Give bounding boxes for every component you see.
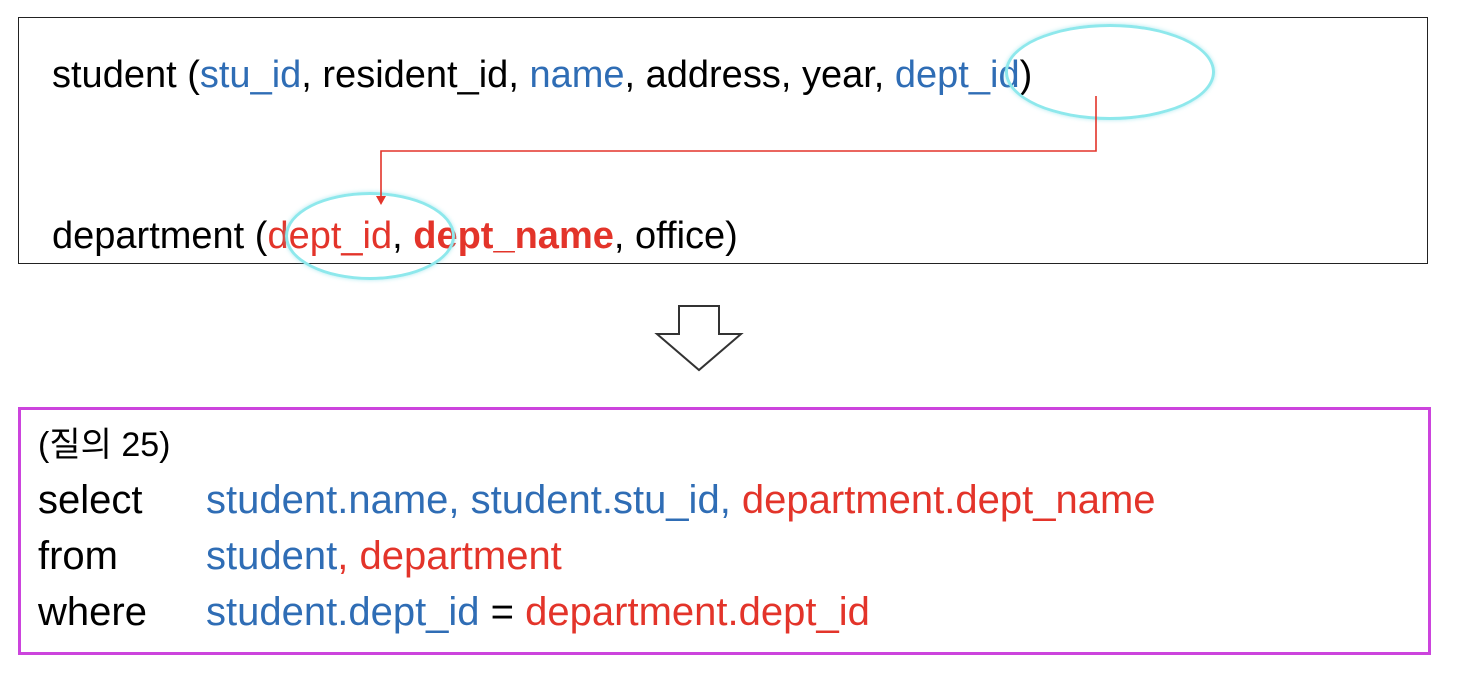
department-table-name: department [52, 215, 245, 257]
separator: , [508, 54, 530, 96]
where-keyword: where [38, 590, 147, 634]
select-keyword: select [38, 478, 143, 522]
where-clause: where student.dept_id = department.dept_i… [38, 589, 870, 635]
where-right-operand: department.dept_id [525, 590, 870, 634]
where-left-operand: student.dept_id [206, 590, 480, 634]
attr-year: year [801, 54, 874, 96]
down-arrow-outline-icon [654, 305, 744, 372]
student-dept-id-highlight [1005, 24, 1215, 120]
select-item: student.stu_id [470, 478, 720, 522]
separator: , [873, 54, 895, 96]
foreign-key-line [380, 96, 1097, 196]
separator: , [337, 534, 360, 578]
select-item: department.dept_name [741, 478, 1156, 522]
from-item: student [206, 534, 338, 578]
query-box [18, 407, 1431, 655]
attr-student-dept-id: dept_id [894, 54, 1020, 96]
attr-resident-id: resident_id [322, 54, 509, 96]
student-relation: student (stu_id, resident_id, name, addr… [52, 53, 1032, 97]
foreign-key-arrowhead [376, 196, 386, 205]
close-paren: ) [725, 215, 738, 257]
select-item: student.name [206, 478, 449, 522]
open-paren: ( [176, 54, 200, 96]
open-paren: ( [244, 215, 268, 257]
schema-box [18, 17, 1428, 264]
separator: , [613, 215, 635, 257]
separator: , [780, 54, 802, 96]
department-dept-id-highlight [285, 192, 455, 280]
attr-office: office [635, 215, 726, 257]
from-item: department [359, 534, 562, 578]
attr-stu-id: stu_id [199, 54, 302, 96]
select-clause: select student.name, student.stu_id, depa… [38, 477, 1156, 523]
where-operator: = [479, 590, 526, 634]
attr-address: address [645, 54, 781, 96]
query-title: (질의 25) [38, 426, 171, 464]
from-keyword: from [38, 534, 118, 578]
separator: , [301, 54, 323, 96]
separator: , [448, 478, 471, 522]
separator: , [719, 478, 742, 522]
from-clause: from student, department [38, 533, 562, 579]
attr-name: name [529, 54, 625, 96]
student-table-name: student [52, 54, 177, 96]
separator: , [624, 54, 646, 96]
